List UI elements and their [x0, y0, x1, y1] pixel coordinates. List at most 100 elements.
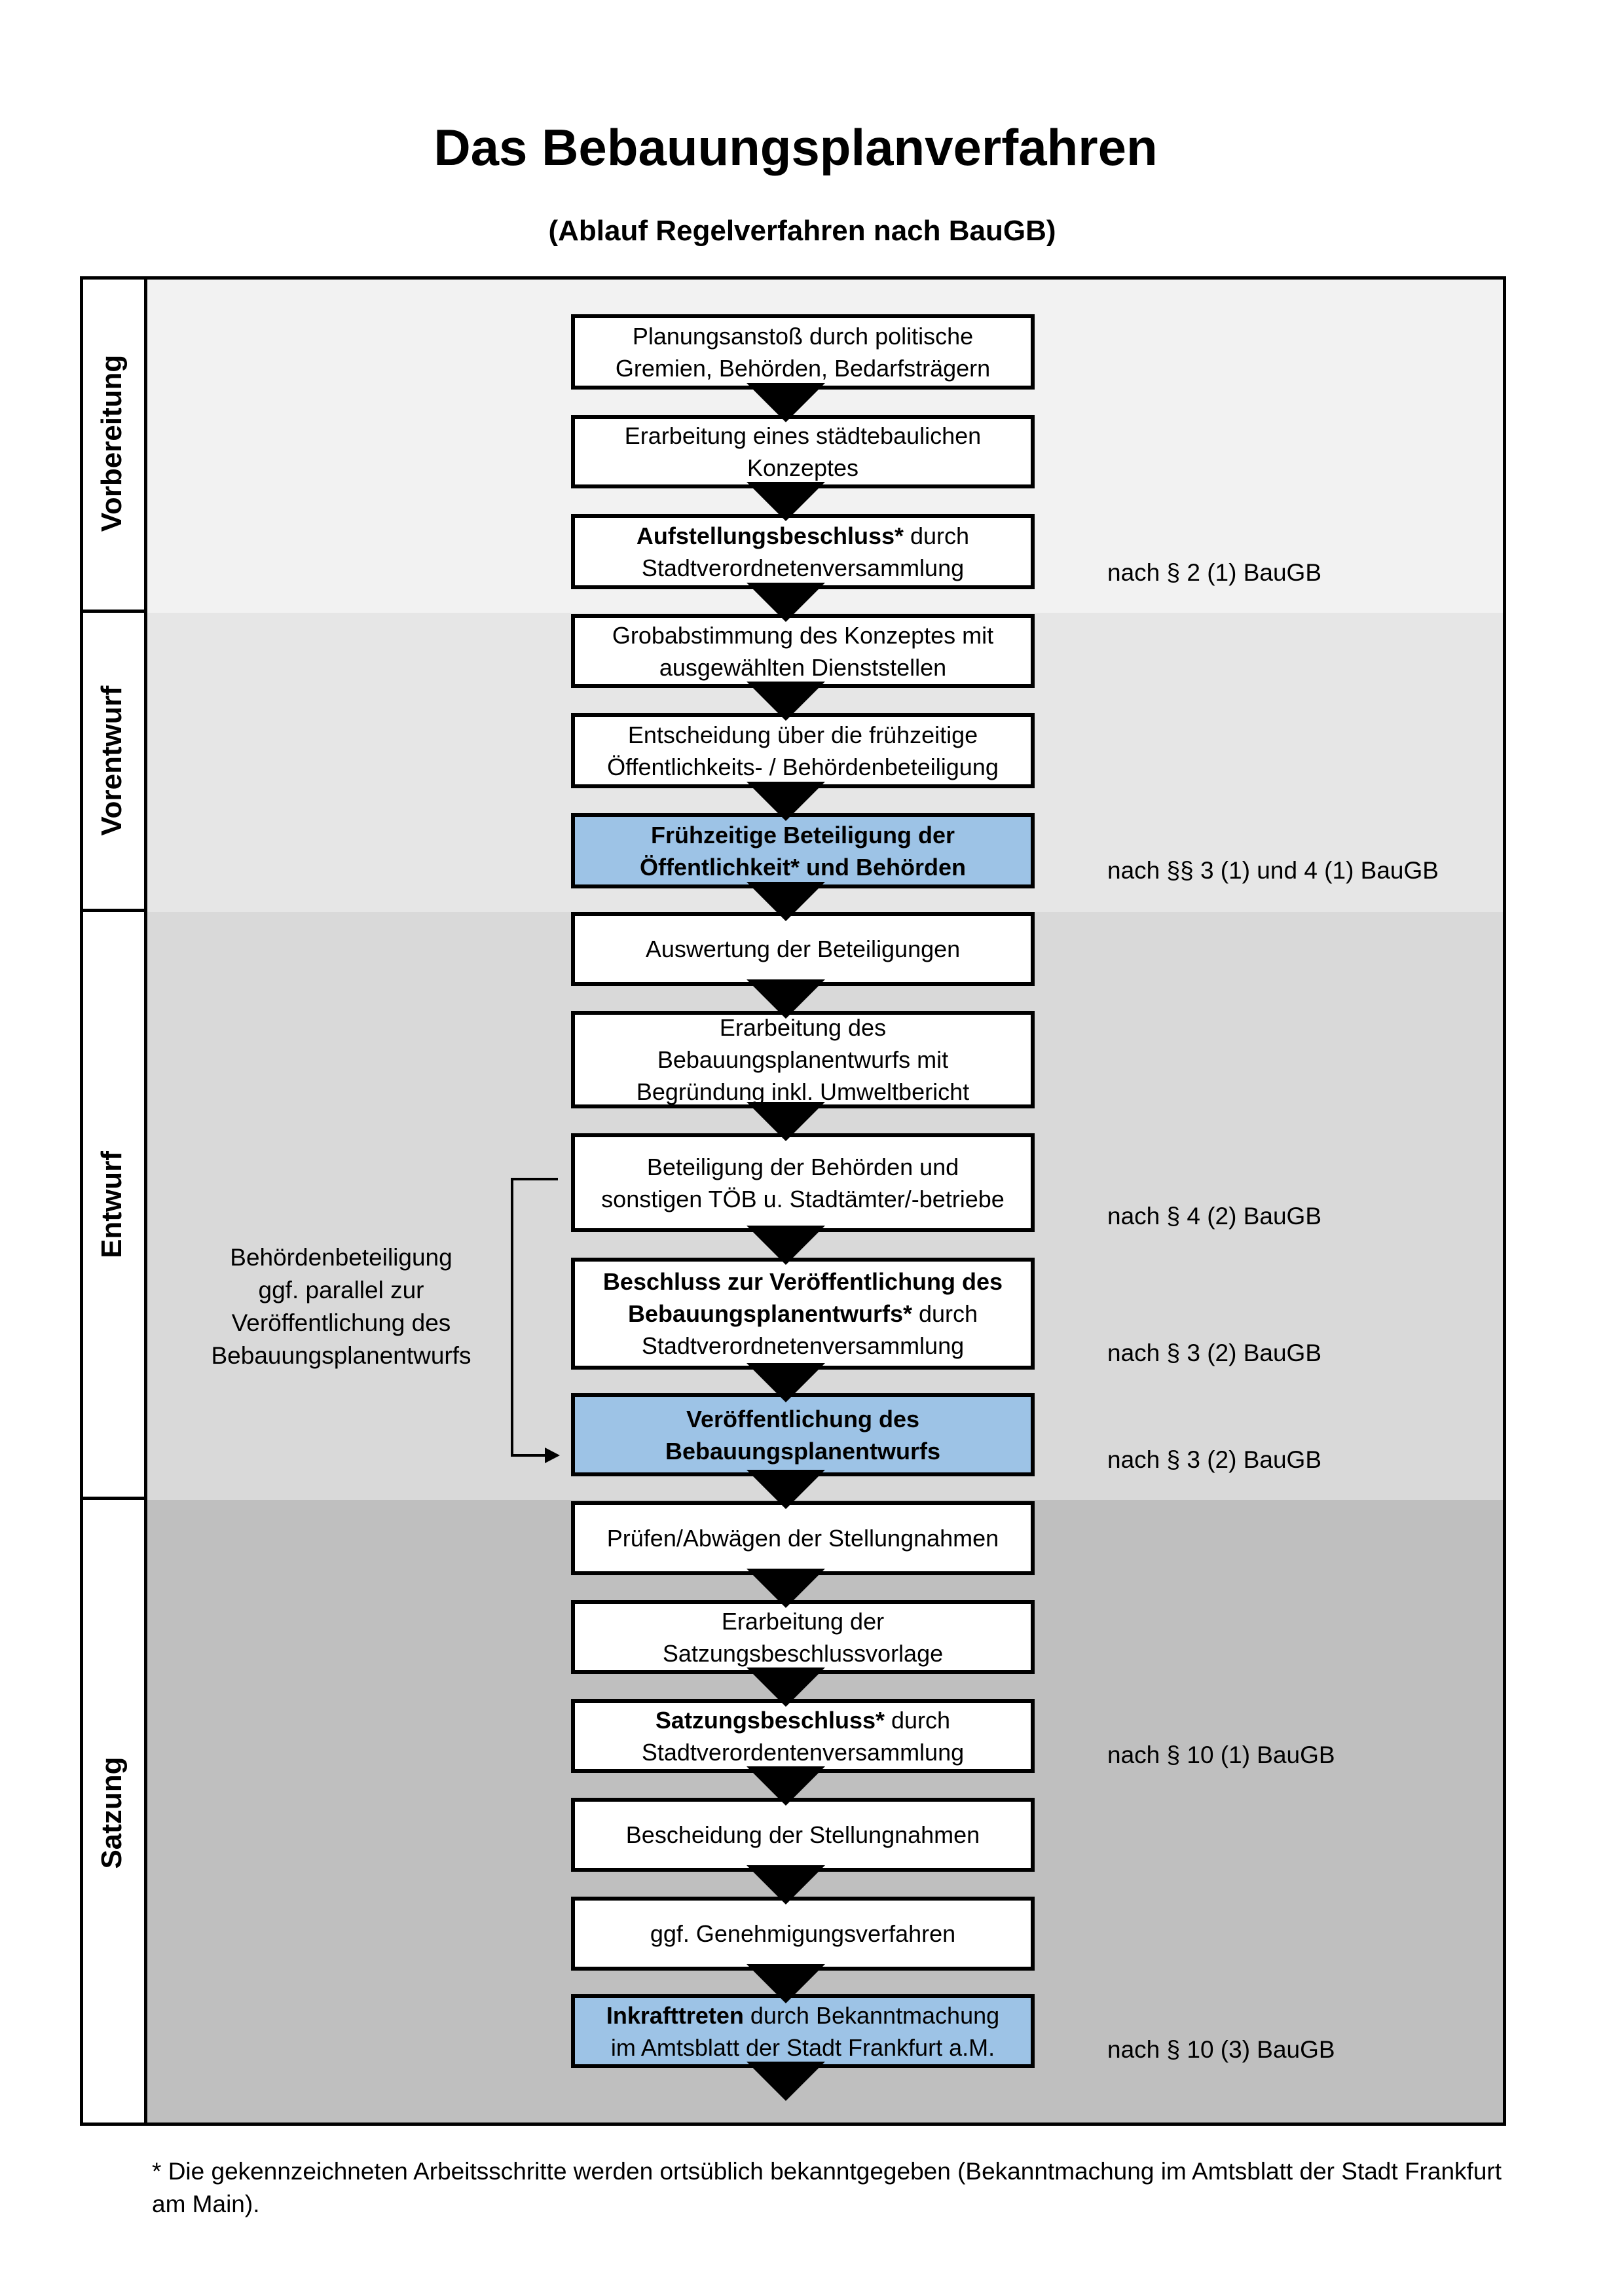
- phase-label-cell: Vorbereitung: [80, 276, 147, 613]
- page-title: Das Bebauungsplanverfahren: [434, 118, 1158, 176]
- step-text: sonstigen TÖB u. Stadtämter/-betriebe: [601, 1185, 1005, 1212]
- step-text: Konzeptes: [747, 454, 859, 481]
- step-text: ggf. Genehmigungsverfahren: [650, 1920, 956, 1947]
- step-line: Erarbeitung eines städtebaulichen: [625, 420, 981, 452]
- step-line: Konzeptes: [747, 452, 858, 484]
- down-arrow-icon: [747, 1569, 825, 1608]
- step-text-bold: Aufstellungsbeschluss*: [636, 522, 904, 549]
- step-line: Aufstellungsbeschluss* durch: [637, 520, 969, 552]
- step-text: Stadtverordnetenversammlung: [641, 554, 965, 581]
- step-line: Inkrafttreten durch Bekanntmachung: [606, 1999, 999, 2032]
- parallel-bracket-arrow: [511, 1178, 560, 1463]
- step-line: Beschluss zur Veröffentlichung des: [603, 1266, 1003, 1298]
- side-note-line: Bebauungsplanentwurfs: [211, 1342, 471, 1369]
- step-text: Grobabstimmung des Konzeptes mit: [612, 621, 994, 649]
- step-line: Veröffentlichung des: [686, 1403, 919, 1435]
- down-arrow-icon: [747, 882, 825, 921]
- legal-reference: nach § 10 (3) BauGB: [1107, 2036, 1335, 2063]
- step-line: Begründung inkl. Umweltbericht: [637, 1076, 969, 1108]
- step-text: durch: [904, 522, 970, 549]
- legal-reference: nach § 2 (1) BauGB: [1107, 559, 1322, 586]
- phase-label-cell: Satzung: [80, 1500, 147, 2126]
- down-arrow-icon: [747, 979, 825, 1019]
- side-note-line: Behördenbeteiligung: [230, 1244, 452, 1271]
- step-text-bold: Beschluss zur Veröffentlichung des: [602, 1268, 1003, 1295]
- legal-reference: nach § 3 (2) BauGB: [1107, 1446, 1322, 1473]
- step-line: Bebauungsplanentwurfs mit: [657, 1044, 948, 1076]
- side-note-line: ggf. parallel zur: [258, 1277, 424, 1303]
- side-note-line: Veröffentlichung des: [231, 1309, 451, 1336]
- step-text: Gremien, Behörden, Bedarfsträgern: [615, 354, 991, 382]
- step-text-bold: Satzungsbeschluss*: [655, 1706, 885, 1734]
- step-text: ausgewählten Dienststellen: [659, 653, 947, 681]
- step-line: Stadtverordnetenversammlung: [642, 1330, 964, 1362]
- phase-label-cell: Entwurf: [80, 912, 147, 1500]
- step-line: Stadtverordentenversammlung: [642, 1736, 964, 1768]
- down-arrow-icon: [747, 1470, 825, 1509]
- step-line: Bescheidung der Stellungnahmen: [626, 1819, 980, 1851]
- down-arrow-icon: [747, 2062, 825, 2101]
- step-text-bold: Inkrafttreten: [606, 2001, 744, 2029]
- step-line: Erarbeitung der: [722, 1605, 884, 1637]
- step-line: Entscheidung über die frühzeitige: [628, 719, 978, 751]
- step-text: Öffentlichkeits- / Behördenbeteiligung: [607, 753, 999, 780]
- step-text: Bebauungsplanentwurfs mit: [657, 1046, 949, 1073]
- step-text: Erarbeitung der: [721, 1607, 885, 1635]
- process-step: Bescheidung der Stellungnahmen: [571, 1798, 1035, 1872]
- legal-reference: nach § 4 (2) BauGB: [1107, 1203, 1322, 1230]
- step-text: Prüfen/Abwägen der Stellungnahmen: [606, 1525, 999, 1552]
- step-text: Stadtverordnetenversammlung: [641, 1332, 965, 1359]
- step-line: ausgewählten Dienststellen: [659, 651, 946, 683]
- step-text: Begründung inkl. Umweltbericht: [636, 1078, 970, 1105]
- legal-reference: nach §§ 3 (1) und 4 (1) BauGB: [1107, 857, 1439, 884]
- arrow-head-icon: [545, 1448, 560, 1463]
- down-arrow-icon: [747, 1667, 825, 1707]
- step-text: Erarbeitung eines städtebaulichen: [624, 422, 982, 449]
- step-line: Gremien, Behörden, Bedarfsträgern: [616, 352, 990, 384]
- down-arrow-icon: [747, 1363, 825, 1402]
- down-arrow-icon: [747, 1865, 825, 1904]
- step-text: durch: [912, 1300, 978, 1327]
- down-arrow-icon: [747, 482, 825, 521]
- legal-reference: nach § 3 (2) BauGB: [1107, 1339, 1322, 1366]
- step-text: Auswertung der Beteiligungen: [645, 936, 961, 962]
- diagram-frame: [80, 276, 1506, 2126]
- step-line: Auswertung der Beteiligungen: [646, 933, 960, 965]
- step-line: Erarbeitung des: [720, 1011, 886, 1044]
- bracket-line: [511, 1178, 558, 1457]
- step-line: Öffentlichkeits- / Behördenbeteiligung: [607, 751, 999, 783]
- down-arrow-icon: [747, 383, 825, 422]
- step-line: ggf. Genehmigungsverfahren: [650, 1918, 955, 1950]
- step-text-bold: Bebauungsplanentwurfs*: [627, 1300, 912, 1327]
- legal-reference: nach § 10 (1) BauGB: [1107, 1741, 1335, 1768]
- step-line: Satzungsbeschlussvorlage: [663, 1637, 943, 1669]
- down-arrow-icon: [747, 1766, 825, 1806]
- step-text: Bescheidung der Stellungnahmen: [625, 1821, 980, 1848]
- step-line: Satzungsbeschluss* durch: [655, 1704, 950, 1736]
- step-text: durch: [885, 1706, 951, 1734]
- step-line: sonstigen TÖB u. Stadtämter/-betriebe: [601, 1183, 1005, 1215]
- down-arrow-icon: [747, 1964, 825, 2003]
- down-arrow-icon: [747, 1102, 825, 1141]
- step-text: Erarbeitung des: [719, 1014, 887, 1041]
- phase-label-cell: Vorentwurf: [80, 613, 147, 912]
- down-arrow-icon: [747, 583, 825, 622]
- step-line: Grobabstimmung des Konzeptes mit: [612, 619, 993, 651]
- step-line: Bebauungsplanentwurfs: [665, 1435, 940, 1467]
- page-subtitle: (Ablauf Regelverfahren nach BauGB): [548, 215, 1056, 247]
- step-line: Planungsanstoß durch politische: [633, 320, 973, 352]
- step-line: Bebauungsplanentwurfs* durch: [628, 1298, 978, 1330]
- step-text-bold: Frühzeitige Beteiligung der: [650, 821, 955, 848]
- step-text: Satzungsbeschlussvorlage: [662, 1639, 944, 1667]
- step-text: Stadtverordentenversammlung: [641, 1738, 965, 1766]
- step-line: Stadtverordnetenversammlung: [642, 552, 964, 584]
- down-arrow-icon: [747, 1226, 825, 1265]
- step-text-bold: Öffentlichkeit* und Behörden: [639, 853, 967, 881]
- footnote: * Die gekennzeichneten Arbeitsschritte w…: [152, 2158, 1502, 2217]
